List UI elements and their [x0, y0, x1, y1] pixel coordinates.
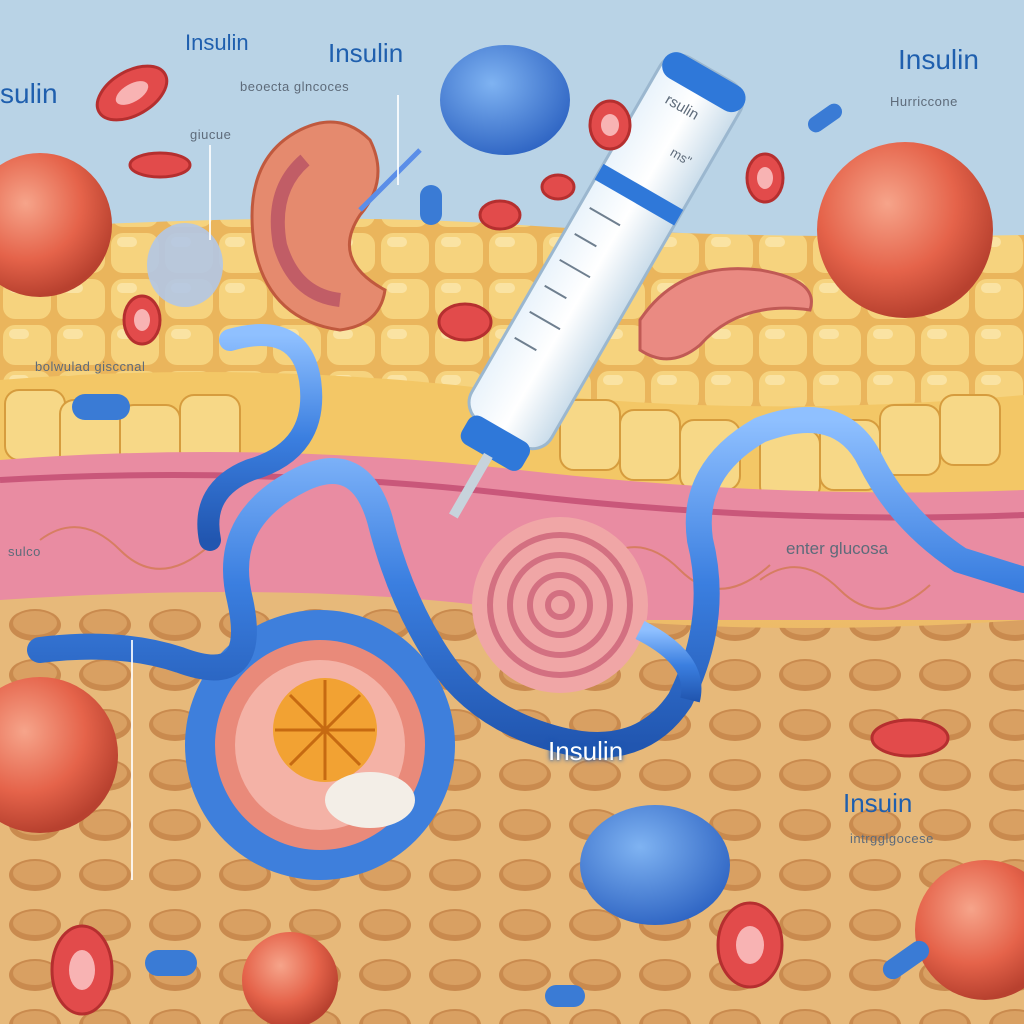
- label-tube-insulin: Insulin: [548, 736, 624, 766]
- label-left-edge: sulco: [8, 544, 41, 559]
- label-left-mid: bolwulad gisccnal: [35, 359, 146, 374]
- label-top-center-sub: beoecta glncoces: [240, 79, 350, 94]
- label-insulin-bottom-right: Insuin: [843, 788, 913, 818]
- label-insulin-top-center: Insulin: [328, 38, 404, 68]
- label-insulin-partial: sulin: [0, 78, 58, 109]
- label-right-mid: enter glucosa: [786, 539, 889, 558]
- label-insulin-top-right: Insulin: [898, 44, 979, 75]
- label-insulin-top-left: Insulin: [185, 30, 249, 55]
- label-top-right-sub: Hurriccone: [890, 94, 958, 109]
- label-bottom-right-sub: intrgglgocese: [850, 831, 934, 846]
- label-glucose-small: giucue: [190, 127, 232, 142]
